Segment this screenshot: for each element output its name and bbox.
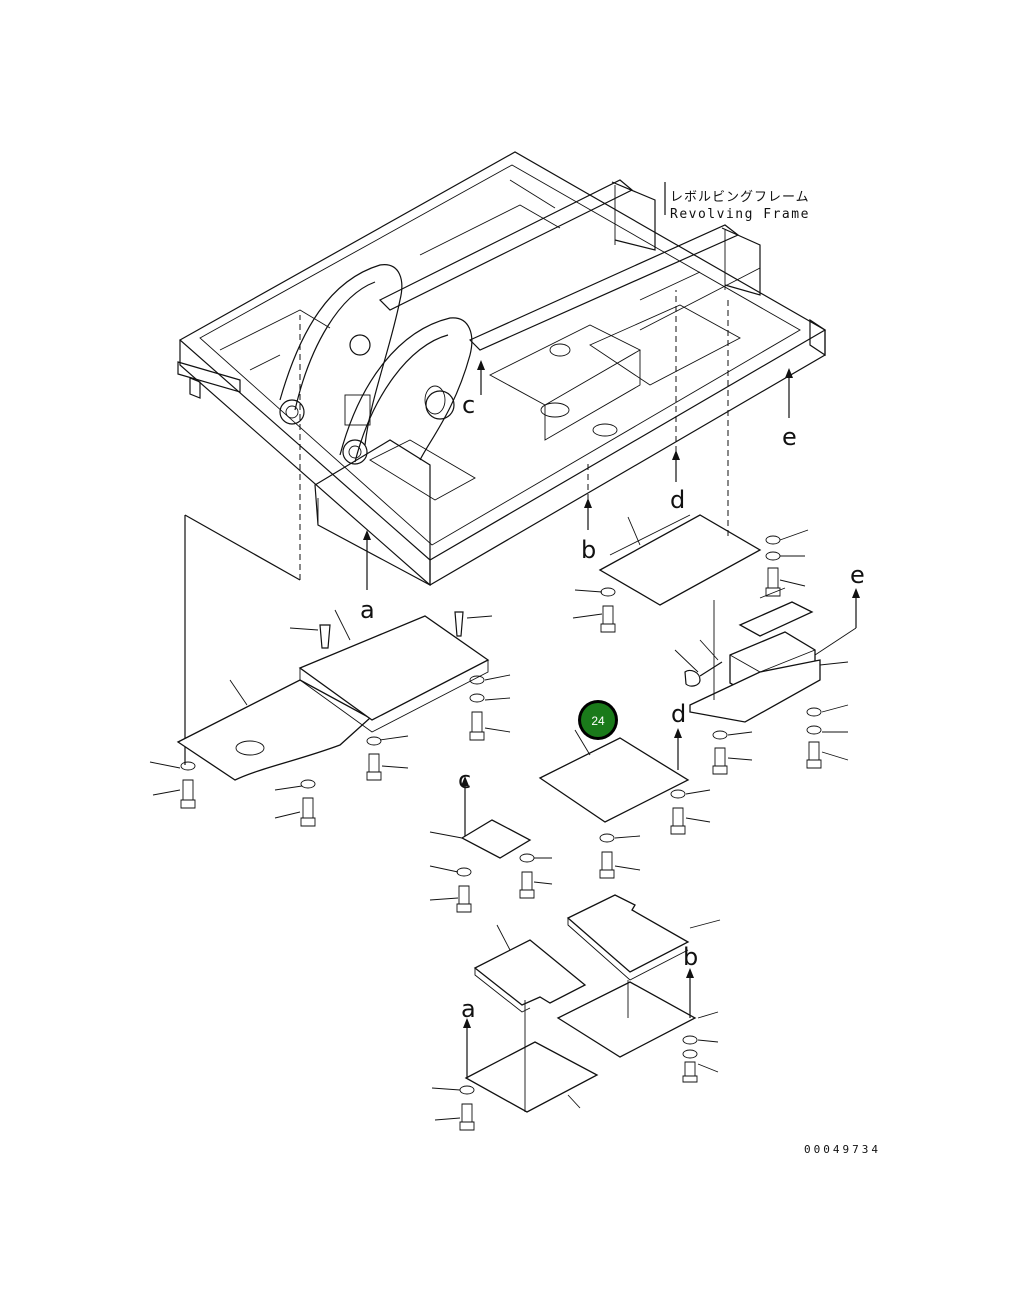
ref-letter-b-2: b: [683, 943, 698, 971]
center-plate-group: [538, 729, 711, 879]
frame-arrow-c: c: [462, 360, 485, 419]
left-cover-group: [149, 315, 511, 827]
frame-label-english: Revolving Frame: [670, 207, 810, 222]
bottom-plates-group: a b: [431, 894, 721, 1131]
ref-letter-e: e: [782, 423, 797, 451]
frame-arrow-a: a: [360, 530, 375, 624]
ref-letter-d: d: [670, 486, 685, 514]
frame-label: レボルビングフレーム Revolving Frame: [664, 182, 810, 222]
callout-24-fill: [581, 703, 615, 737]
callout-24-number: 24: [591, 714, 605, 728]
ref-letter-d-2: d: [671, 700, 686, 728]
frame-arrow-d: d: [670, 290, 685, 514]
right-upper-group: d e: [572, 300, 865, 775]
frame-label-japanese: レボルビングフレーム: [670, 190, 810, 205]
ref-letter-e-2: e: [850, 561, 865, 589]
frame-arrow-e: e: [782, 368, 797, 451]
ref-letter-b: b: [581, 536, 596, 564]
frame-arrow-b: b: [581, 462, 596, 564]
revolving-frame-drawing: a b c d e: [177, 151, 827, 624]
ref-letter-c-2: c: [458, 766, 471, 794]
ref-letter-a: a: [360, 596, 375, 624]
ref-letter-c: c: [462, 391, 475, 419]
drawing-code: 00049734: [804, 1143, 881, 1156]
small-plate-group: c: [429, 766, 553, 913]
callout-24[interactable]: 24: [578, 700, 618, 740]
ref-letter-a-2: a: [461, 995, 476, 1023]
